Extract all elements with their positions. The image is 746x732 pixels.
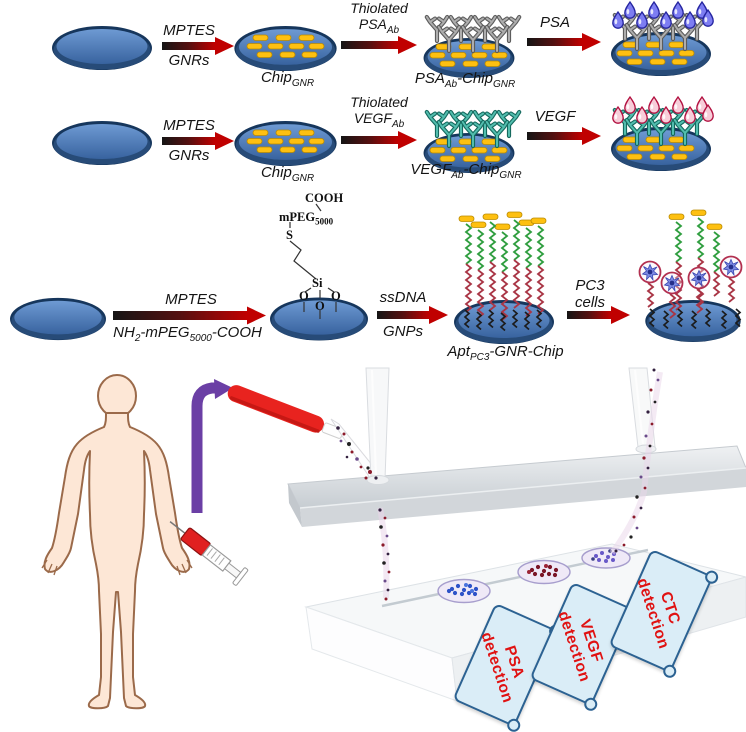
chip-bare-row3 xyxy=(10,297,106,341)
label-text: Chip xyxy=(260,164,292,181)
chip-vegf-ab-label: VEGFAb-ChipGNR xyxy=(396,161,536,181)
top-plate xyxy=(287,445,746,527)
syringe-icon xyxy=(169,521,249,586)
label-text: -Chip xyxy=(463,161,500,178)
arrow-thiolated-psa xyxy=(341,36,417,54)
label-text: -Chip xyxy=(457,70,493,87)
label-subscript: GNR xyxy=(291,78,315,89)
arrow-vegf xyxy=(527,127,601,145)
sample-particles-out xyxy=(609,368,663,555)
junction-particles xyxy=(364,470,378,480)
silane-o-left-label: O xyxy=(299,289,309,303)
arrow-ssdna-gnps xyxy=(377,306,448,324)
arrow-mptes-peg xyxy=(113,306,266,325)
arrow-pc3-cells xyxy=(567,306,630,324)
label-subscript: Ab xyxy=(444,79,458,90)
inlet-tube xyxy=(365,367,390,485)
detection-spot-ctc xyxy=(581,547,631,569)
reagent-label-peg: NH2-mPEG5000-COOH xyxy=(100,324,275,344)
silane-s-label: S xyxy=(286,228,293,242)
label-subscript: 5000 xyxy=(189,333,212,344)
chip-silane xyxy=(270,203,368,341)
label-text: VEGF xyxy=(353,110,392,126)
chip-psa-ab-label: PSAAb-ChipGNR xyxy=(400,70,530,90)
chip-gnr-row1 xyxy=(234,26,337,71)
arrow-mptes-gnrs-row1 xyxy=(162,37,234,55)
label-subscript: 5000 xyxy=(315,216,334,227)
reagent-label-vegf: VEGF xyxy=(534,108,576,125)
reagent-label-gnps: GNPs xyxy=(382,323,423,340)
label-subscript: GNR xyxy=(499,170,522,181)
finger-lines xyxy=(41,559,193,576)
reagent-label-psa: PSA xyxy=(539,14,570,31)
label-subscript: Ab xyxy=(386,24,400,36)
chip-psa-antibody xyxy=(423,17,520,78)
silane-mpeg-label: mPEG5000 xyxy=(279,210,333,227)
reagent-label-pc3: PC3 xyxy=(575,277,605,294)
silane-si-label: Si xyxy=(312,276,323,290)
human-figure xyxy=(41,374,193,710)
chip-gnr-row2 xyxy=(234,121,337,166)
reagent-label-thiolated-vegf-1: Thiolated xyxy=(350,94,408,110)
reagent-label-mptes-row3: MPTES xyxy=(165,291,217,308)
silane-o-right-label: O xyxy=(331,289,341,303)
reagent-label-thiolated-psa-1: Thiolated xyxy=(350,0,408,16)
purple-arrow-icon xyxy=(191,379,233,513)
label-text: -mPEG xyxy=(140,324,190,341)
label-text: Apt xyxy=(447,343,470,360)
label-text: PSA xyxy=(414,70,445,87)
silane-cooh-label: COOH xyxy=(305,191,344,205)
silane-o-bottom-label: O xyxy=(315,299,325,313)
aptamer-chip-label: AptPC3-GNR-Chip xyxy=(438,343,573,363)
label-text: -COOH xyxy=(211,324,262,341)
reagent-label-cells: cells xyxy=(574,294,605,311)
chip-bare-row1 xyxy=(52,26,152,70)
label-subscript: 2 xyxy=(134,333,141,344)
reagent-label-gnrs-row2: GNRs xyxy=(168,147,210,164)
label-text: VEGF xyxy=(410,161,452,178)
label-text: mPEG xyxy=(279,210,316,224)
label-text: PSA xyxy=(358,16,387,32)
label-subscript: Ab xyxy=(451,170,464,181)
label-subscript: PC3 xyxy=(469,352,490,363)
sample-particles-down xyxy=(377,507,391,601)
arrow-mptes-gnrs-row2 xyxy=(162,132,234,150)
arrow-thiolated-vegf xyxy=(341,131,417,149)
chip-ctc-captured xyxy=(638,209,743,342)
detection-spot-psa xyxy=(437,578,491,604)
label-text: Chip xyxy=(260,69,292,86)
reagent-label-mptes-row1: MPTES xyxy=(163,22,215,39)
blood-tube-icon xyxy=(227,385,344,439)
label-text: -GNR-Chip xyxy=(489,343,564,360)
label-subscript: GNR xyxy=(291,173,315,184)
chip-psa-bound xyxy=(611,1,714,76)
reagent-label-ssdna: ssDNA xyxy=(379,289,427,306)
chip-vegf-bound xyxy=(611,96,714,171)
chip-bare-row2 xyxy=(52,121,152,165)
chip-gnr-label-row1: ChipGNR xyxy=(245,69,330,89)
chip-gnr-label-row2: ChipGNR xyxy=(245,164,330,184)
reagent-label-thiolated-vegf-2: VEGFAb xyxy=(336,110,422,130)
reagent-label-mptes-row2: MPTES xyxy=(163,117,215,134)
label-subscript: GNR xyxy=(492,79,516,90)
label-text: NH xyxy=(113,324,135,341)
arrow-psa xyxy=(527,33,601,51)
silane-bonds xyxy=(289,203,337,319)
chip-aptamer xyxy=(454,211,554,344)
detection-spot-vegf xyxy=(517,559,571,585)
label-subscript: Ab xyxy=(391,118,405,130)
reagent-label-gnrs-row1: GNRs xyxy=(168,52,210,69)
reagent-label-thiolated-psa-2: PSAAb xyxy=(336,16,422,36)
